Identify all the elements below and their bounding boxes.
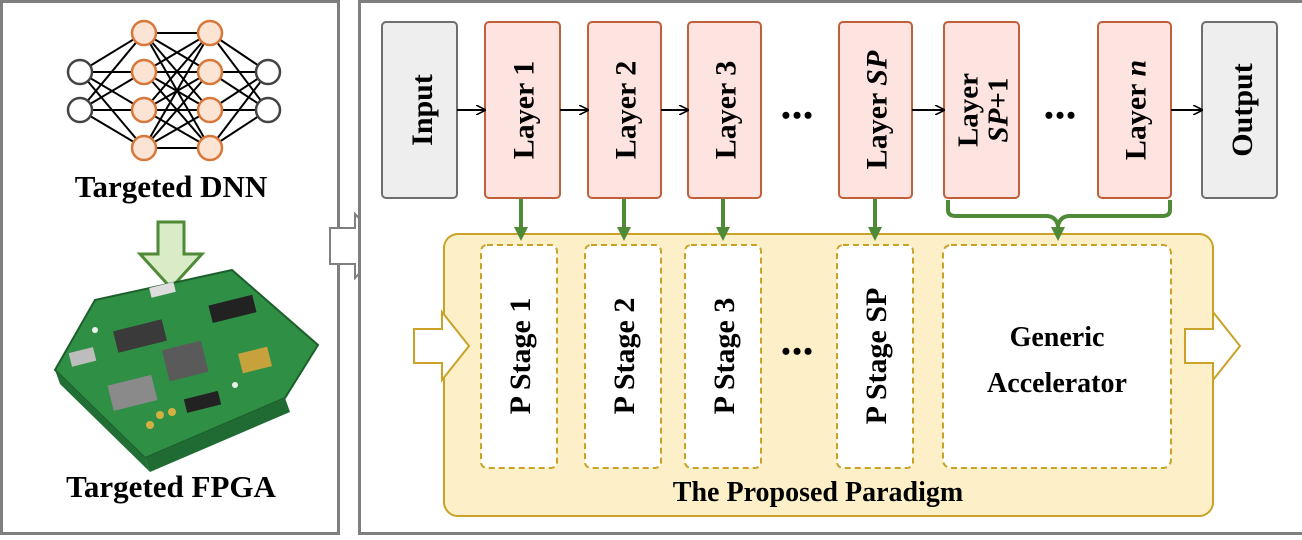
accelerator-line1: Generic [1010, 322, 1105, 353]
layer-label: Layer n [1120, 60, 1153, 160]
neuron-node [256, 60, 280, 84]
layer-label: Layer SP [861, 50, 894, 169]
stage-label: P Stage SP [860, 288, 893, 425]
layer-ellipsis: ••• [781, 101, 814, 130]
neuron-node [198, 21, 222, 45]
layer-label-line2: SP+1 [983, 78, 1015, 143]
paradigm-title: The Proposed Paradigm [673, 477, 963, 508]
neuron-node [198, 136, 222, 160]
stage-label: P Stage 3 [708, 298, 741, 415]
dnn-label: Targeted DNN [75, 169, 268, 204]
neuron-node [68, 98, 92, 122]
neuron-node [198, 98, 222, 122]
layer-label: Layer 3 [710, 61, 743, 160]
stage-ellipsis: ••• [781, 337, 814, 366]
output-label: Output [1226, 63, 1259, 156]
neuron-node [198, 60, 222, 84]
fpga-label: Targeted FPGA [66, 469, 276, 504]
accelerator-line2: Accelerator [987, 368, 1127, 399]
stage-label: P Stage 1 [504, 298, 537, 415]
neuron-node [132, 98, 156, 122]
neuron-node [256, 98, 280, 122]
neuron-node [132, 136, 156, 160]
layer-label: Layer 2 [610, 61, 643, 160]
layer-label: Layer 1 [508, 61, 541, 160]
input-label: Input [406, 74, 439, 146]
neuron-node [132, 60, 156, 84]
layer-label-line1: Layer [953, 73, 985, 147]
neuron-node [68, 60, 92, 84]
neuron-node [132, 21, 156, 45]
generic-accelerator-box [943, 245, 1171, 468]
layer-ellipsis-2: ••• [1044, 101, 1077, 130]
stage-label: P Stage 2 [608, 298, 641, 415]
